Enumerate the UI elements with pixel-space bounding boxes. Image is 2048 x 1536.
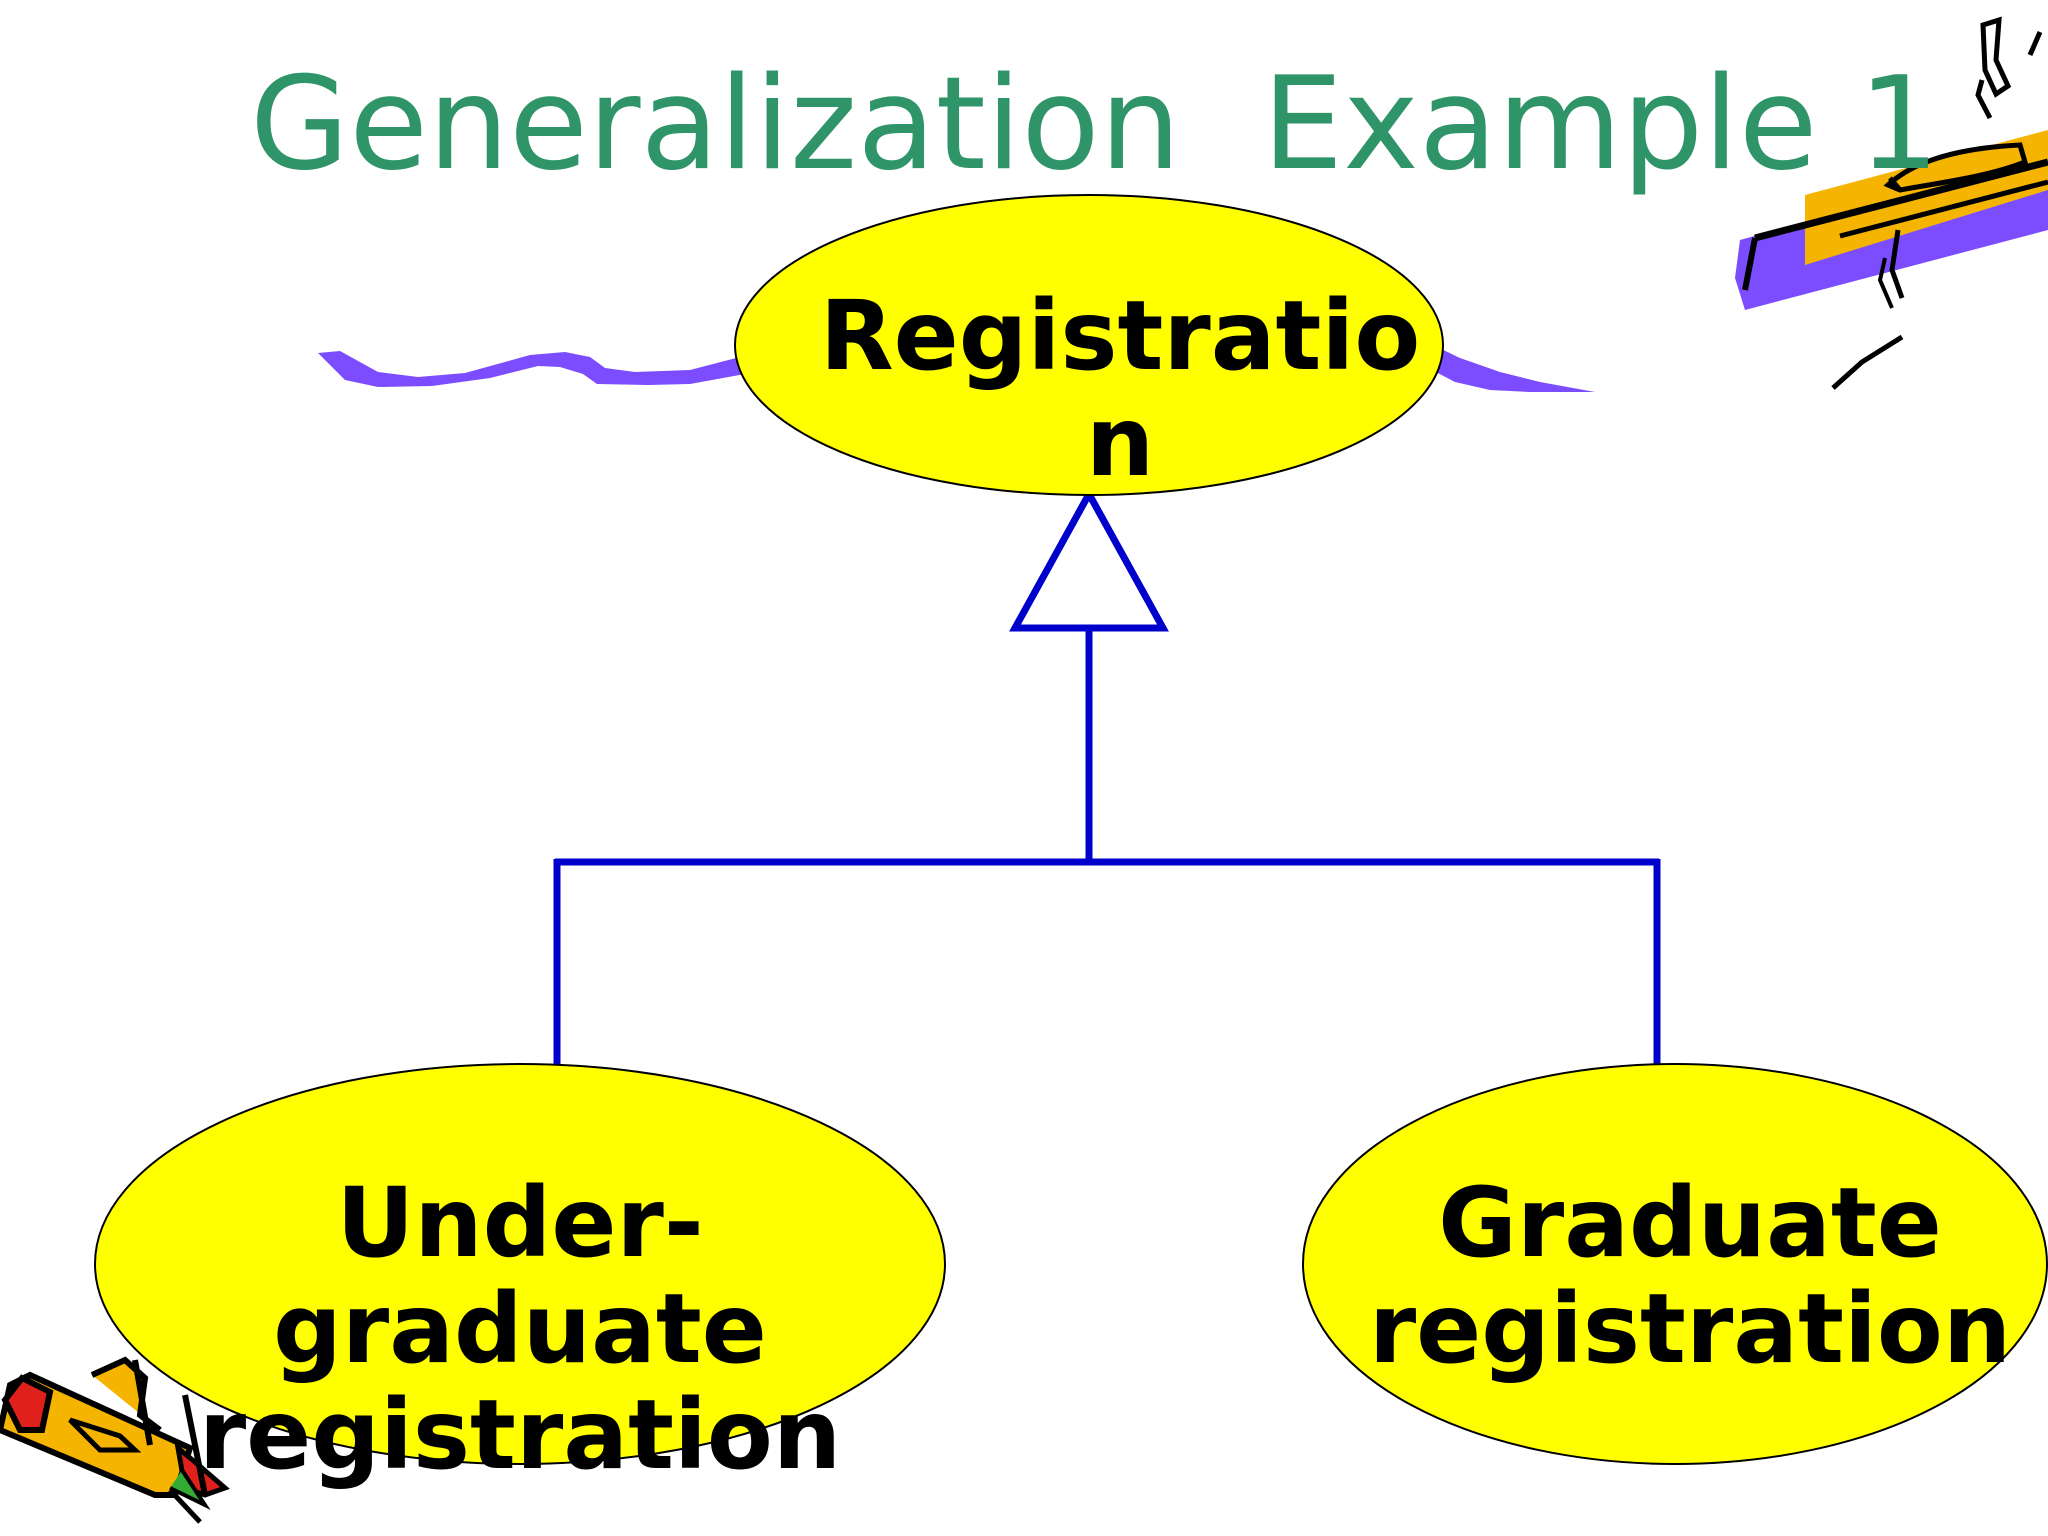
child-label-graduate: Graduate registration	[1345, 1170, 2035, 1382]
graduate-label-text: Graduate registration	[1368, 1167, 2012, 1385]
child-label-undergraduate: Under- graduate registration	[160, 1170, 880, 1488]
child-ellipse-undergraduate	[94, 1063, 946, 1465]
parent-label-text: Registratio n	[819, 280, 1421, 498]
pencil-with-stripes-icon	[1735, 16, 2048, 390]
pencil-icon	[0, 1356, 230, 1524]
slide-title: Generalization Example 1	[250, 50, 1940, 199]
undergraduate-label-text: Under- graduate registration	[198, 1167, 842, 1491]
parent-ellipse	[734, 194, 1444, 496]
swoosh-decoration	[318, 346, 1595, 392]
generalization-arrowhead	[1009, 486, 1169, 632]
child-ellipse-graduate	[1302, 1063, 2048, 1465]
generalization-connector	[553, 628, 1661, 1065]
parent-class-label: Registratio n	[790, 283, 1450, 495]
